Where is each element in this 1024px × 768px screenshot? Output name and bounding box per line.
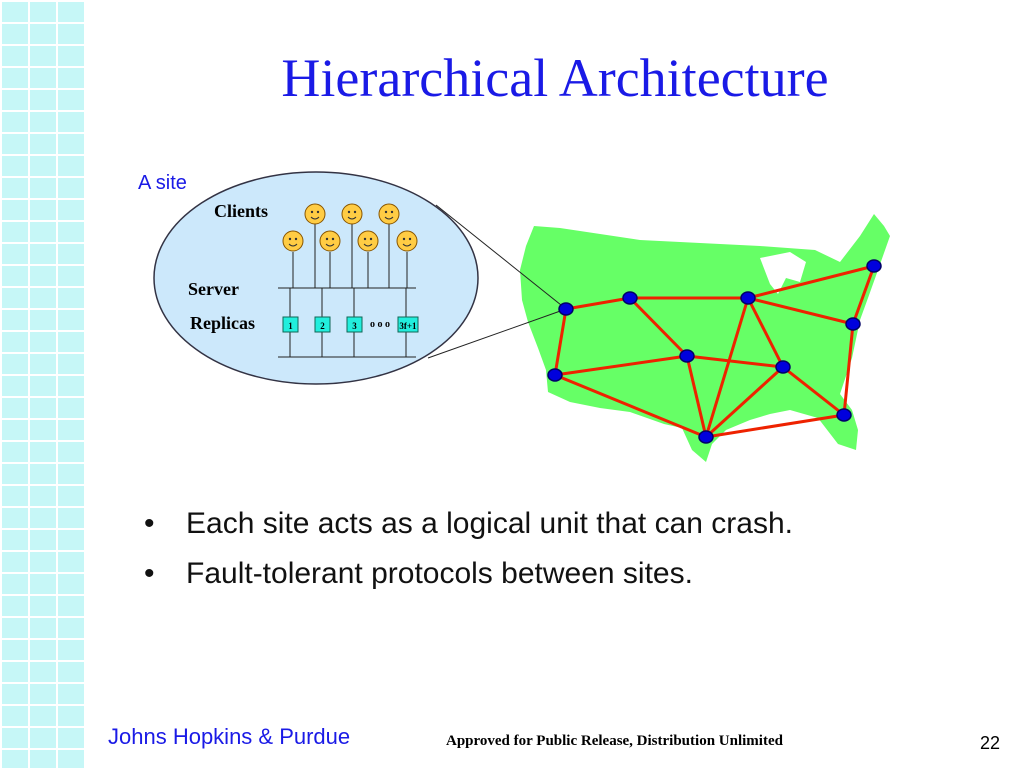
replica-box xyxy=(282,316,299,333)
replica-boxes: 1 2 3 3f+1 o o o xyxy=(282,316,419,333)
site-bubble xyxy=(153,171,479,385)
footer-release-notice: Approved for Public Release, Distributio… xyxy=(446,733,783,749)
replicas-label: Replicas xyxy=(190,313,255,333)
smiley-icon xyxy=(341,203,363,225)
link xyxy=(851,265,876,325)
link xyxy=(746,297,785,368)
smiley-icon xyxy=(357,230,379,252)
great-lakes xyxy=(760,252,806,294)
smiley-icon xyxy=(396,230,418,252)
footer-org: Johns Hopkins & Purdue xyxy=(108,724,351,749)
bullet-dot: • xyxy=(144,557,155,590)
site-node xyxy=(558,302,574,316)
link xyxy=(554,373,707,439)
replica-label: 1 xyxy=(288,321,293,331)
link xyxy=(747,296,854,326)
link xyxy=(686,354,784,369)
connector-line xyxy=(435,204,567,310)
link xyxy=(628,296,689,358)
site-node xyxy=(836,408,852,422)
link xyxy=(782,365,845,417)
decorative-grid xyxy=(0,0,86,768)
link xyxy=(685,355,708,438)
site-node xyxy=(775,360,791,374)
site-node xyxy=(845,317,861,331)
replica-label: 2 xyxy=(320,321,325,331)
link xyxy=(554,354,688,377)
replica-box xyxy=(397,316,419,333)
link xyxy=(842,323,855,416)
smiley-icon xyxy=(378,203,400,225)
network-links xyxy=(553,264,876,439)
bullet-text: Each site acts as a logical unit that ca… xyxy=(186,507,793,540)
server-label: Server xyxy=(188,279,239,299)
us-map xyxy=(520,214,890,462)
site-node xyxy=(622,291,638,305)
link xyxy=(704,297,750,438)
site-label: A site xyxy=(138,172,187,194)
site-node xyxy=(698,430,714,444)
replica-ellipsis: o o o xyxy=(370,319,390,330)
smiley-icon xyxy=(304,203,326,225)
slide-title: Hierarchical Architecture xyxy=(281,48,829,108)
bullet-item: • Fault-tolerant protocols between sites. xyxy=(144,552,793,596)
link xyxy=(565,296,631,311)
link xyxy=(705,413,845,439)
link xyxy=(553,308,568,376)
link xyxy=(747,264,875,300)
bullet-list: • Each site acts as a logical unit that c… xyxy=(144,502,793,602)
link xyxy=(704,365,785,439)
site-node xyxy=(547,368,563,382)
smiley-icon xyxy=(319,230,341,252)
site-node xyxy=(866,259,882,273)
bullet-item: • Each site acts as a logical unit that c… xyxy=(144,502,793,546)
replica-label: 3f+1 xyxy=(399,321,417,331)
client-faces xyxy=(282,203,418,252)
page-number: 22 xyxy=(980,733,1001,753)
clients-label: Clients xyxy=(214,201,268,221)
site-nodes xyxy=(547,259,882,444)
bullet-text: Fault-tolerant protocols between sites. xyxy=(186,557,693,590)
site-node xyxy=(740,291,756,305)
connector-line xyxy=(427,308,567,359)
bullet-dot: • xyxy=(144,507,155,540)
replica-box xyxy=(346,316,363,333)
site-node xyxy=(679,349,695,363)
replica-label: 3 xyxy=(352,321,357,331)
replica-box xyxy=(314,316,331,333)
smiley-icon xyxy=(282,230,304,252)
